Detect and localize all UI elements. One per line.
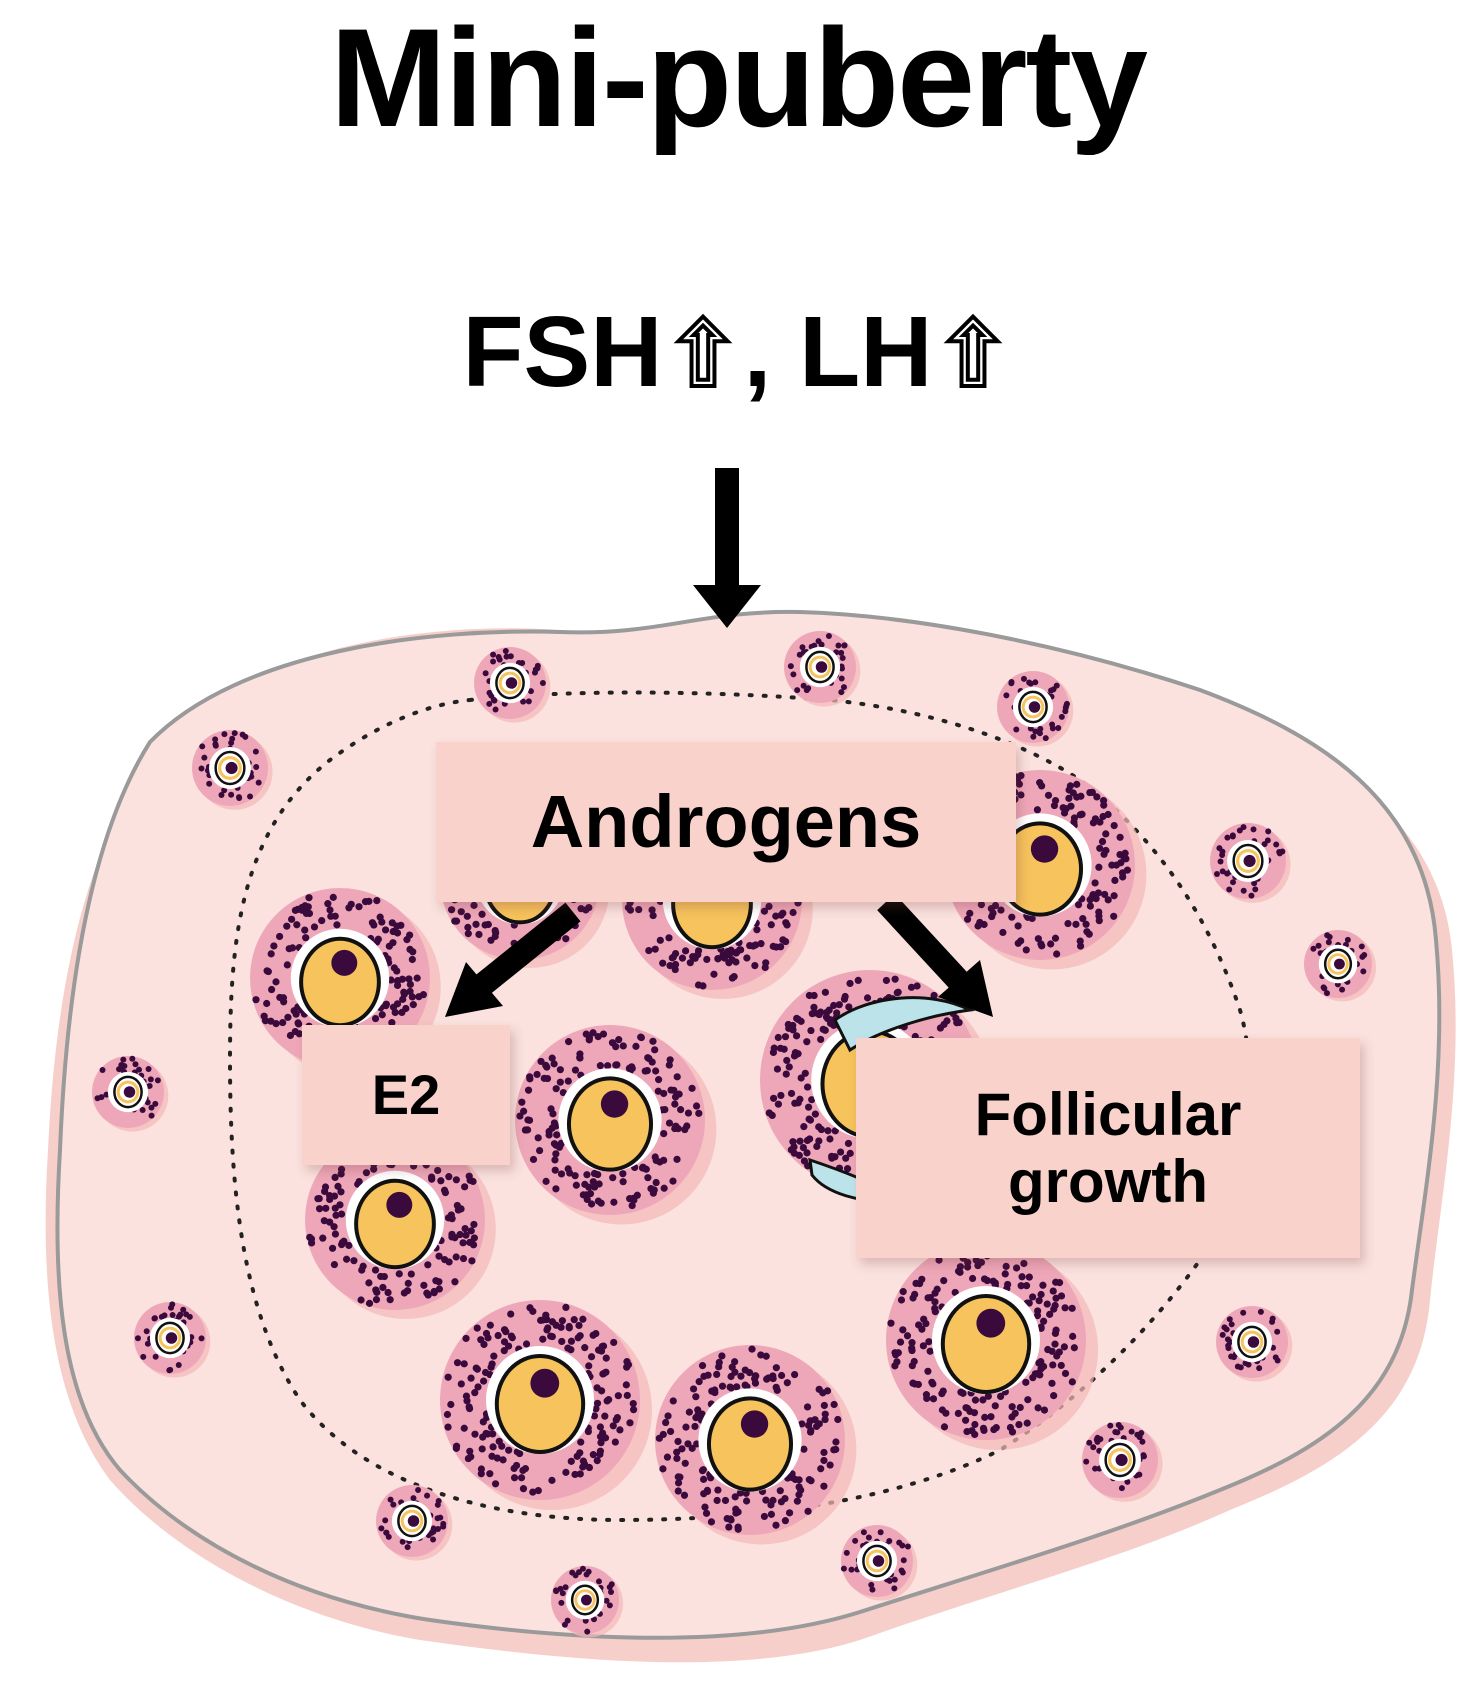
follicle xyxy=(886,1239,1098,1450)
follicle xyxy=(1216,1306,1293,1382)
arrow-hormones-to-ovary xyxy=(693,468,761,628)
follicle xyxy=(1304,930,1377,1002)
arrow-androgens-to-follicular-growth xyxy=(877,893,993,1017)
follicle xyxy=(440,1300,652,1510)
follicle xyxy=(134,1301,211,1378)
follicle xyxy=(655,1345,857,1545)
follicle xyxy=(1210,823,1291,903)
follicle xyxy=(92,1055,169,1132)
follicle xyxy=(250,888,441,1077)
e2-label: E2 xyxy=(371,1062,441,1126)
fsh-up-arrow-icon: ⇧ xyxy=(662,301,743,408)
follicle xyxy=(997,671,1074,747)
androgens-label: Androgens xyxy=(530,779,922,863)
fsh-label: FSH xyxy=(462,296,663,408)
follicle xyxy=(551,1565,624,1638)
follicular-label-line2: growth xyxy=(1008,1148,1208,1215)
antrum xyxy=(833,996,976,1053)
follicle xyxy=(192,730,273,810)
follicle xyxy=(784,631,861,707)
follicular-growth-box: Follicular growth xyxy=(856,1038,1360,1258)
follicle xyxy=(515,1025,717,1225)
follicle xyxy=(474,647,551,723)
follicle xyxy=(305,1130,496,1319)
lh-label: LH xyxy=(799,296,933,408)
e2-box: E2 xyxy=(302,1025,510,1165)
follicle xyxy=(376,1485,453,1561)
follicle xyxy=(1082,1421,1163,1502)
figure-title: Mini-puberty xyxy=(330,0,1148,156)
arrow-androgens-to-e2 xyxy=(445,902,581,1017)
follicular-label-line1: Follicular xyxy=(974,1080,1242,1148)
androgens-box: Androgens xyxy=(436,742,1016,902)
hormone-label: FSH⇧, LH⇧ xyxy=(0,301,1476,408)
lh-up-arrow-icon: ⇧ xyxy=(932,301,1013,408)
hormone-separator: , xyxy=(743,296,772,408)
follicle xyxy=(840,1525,918,1601)
